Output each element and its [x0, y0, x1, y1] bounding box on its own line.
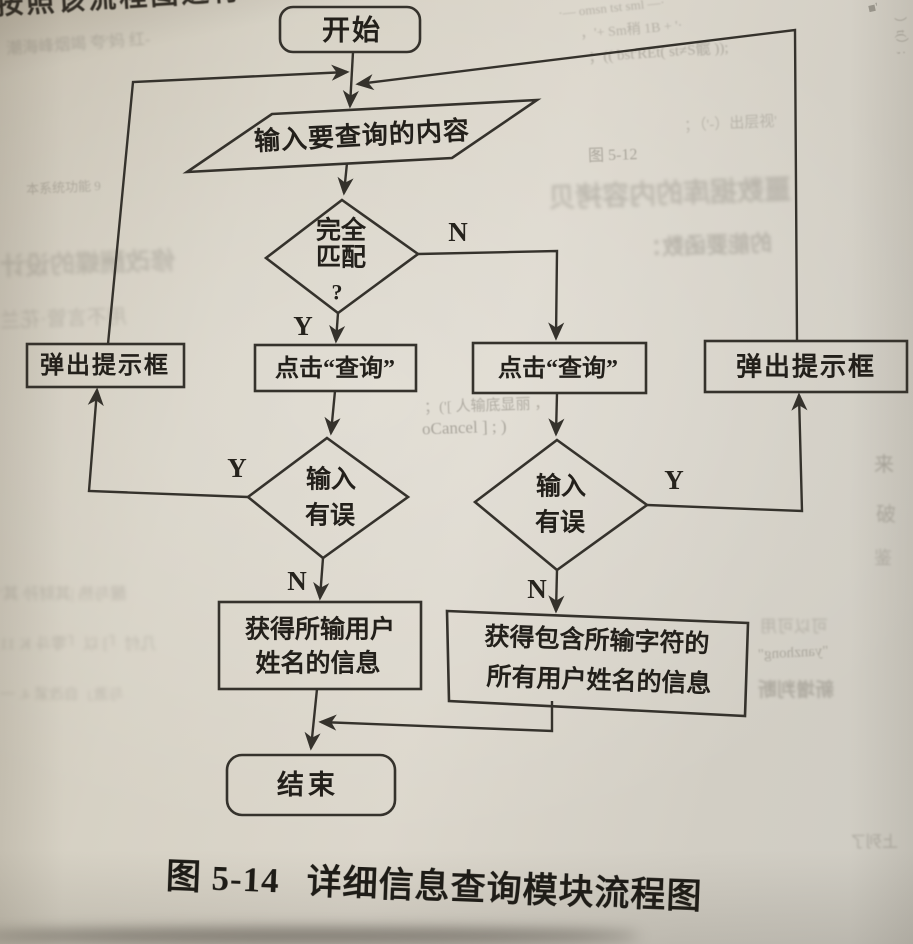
flowchart-labels: 开始 输入要查询的内容 完全 匹配 ? 点击“查询” 点击“查询” 弹出提示框 … — [40, 15, 876, 801]
node-error-left-decision — [245, 436, 411, 560]
edge-result-right-to-merge — [318, 701, 554, 733]
error-left-label-line1: 输入 — [306, 465, 356, 494]
edge-result-left-to-end — [304, 688, 321, 751]
figure-number: 图 5-14 — [165, 856, 281, 901]
node-click-query-right — [471, 341, 648, 395]
match-label-line2: 匹配 — [316, 244, 366, 272]
edge-start-to-input — [342, 51, 359, 109]
edge-click-left-to-error-left — [324, 390, 341, 436]
node-result-right — [445, 609, 750, 718]
error-right-label-line2: 有误 — [535, 509, 586, 537]
branch-label-yes-match: Y — [293, 311, 313, 341]
match-label-line3: ? — [332, 280, 343, 305]
branch-label-no-error-left: N — [287, 566, 307, 596]
photo-bottom-shadow — [0, 928, 640, 944]
error-right-label-line1: 输入 — [536, 472, 586, 501]
match-label-line1: 完全 — [316, 216, 367, 245]
end-label: 结束 — [277, 770, 339, 800]
error-left-label-line2: 有误 — [305, 502, 356, 530]
prompt-left-label: 弹出提示框 — [40, 352, 170, 379]
result-left-label-line1: 获得所输用户 — [245, 615, 395, 644]
branch-label-no-error-right: N — [527, 574, 547, 604]
edge-error-left-no-to-result-left — [313, 557, 330, 601]
caption-gap — [279, 892, 306, 893]
branch-label-no-match: N — [448, 217, 468, 247]
edge-loop-right-to-main — [355, 28, 799, 342]
node-result-left — [217, 600, 423, 691]
edge-match-no-to-click-right — [417, 249, 565, 341]
branch-label-yes-error-left: Y — [227, 453, 247, 483]
flowchart-shapes — [25, 5, 909, 817]
edge-error-right-no-to-result-right — [548, 569, 565, 614]
branch-label-yes-error-right: Y — [664, 465, 684, 495]
result-right-label-line1: 获得包含所输字符的 — [484, 622, 710, 659]
edge-click-right-to-error-right — [548, 392, 565, 437]
node-match-decision — [263, 198, 421, 315]
node-input — [182, 98, 542, 174]
result-right-label-line2: 所有用户姓名的信息 — [486, 662, 712, 699]
edge-error-left-yes-to-prompt-left — [87, 387, 249, 499]
click-query-right-label: 点击“查询” — [498, 355, 618, 382]
result-left-label-line2: 姓名的信息 — [255, 649, 380, 678]
start-label: 开始 — [322, 15, 382, 47]
click-query-left-label: 点击“查询” — [275, 355, 395, 382]
node-prompt-right — [703, 339, 909, 394]
edge-match-yes-to-click-left — [329, 312, 346, 344]
node-error-right-decision — [472, 438, 650, 572]
edge-loop-left-to-main — [106, 64, 350, 345]
node-prompt-left — [25, 342, 186, 389]
node-start — [278, 5, 422, 54]
node-end — [225, 753, 397, 817]
prompt-right-label: 弹出提示框 — [736, 353, 876, 382]
edge-error-right-yes-to-prompt-right — [646, 392, 808, 513]
edge-input-to-match — [337, 162, 354, 196]
node-click-query-left — [253, 343, 418, 393]
flowchart-edges — [87, 28, 808, 751]
input-label: 输入要查询的内容 — [253, 115, 470, 156]
